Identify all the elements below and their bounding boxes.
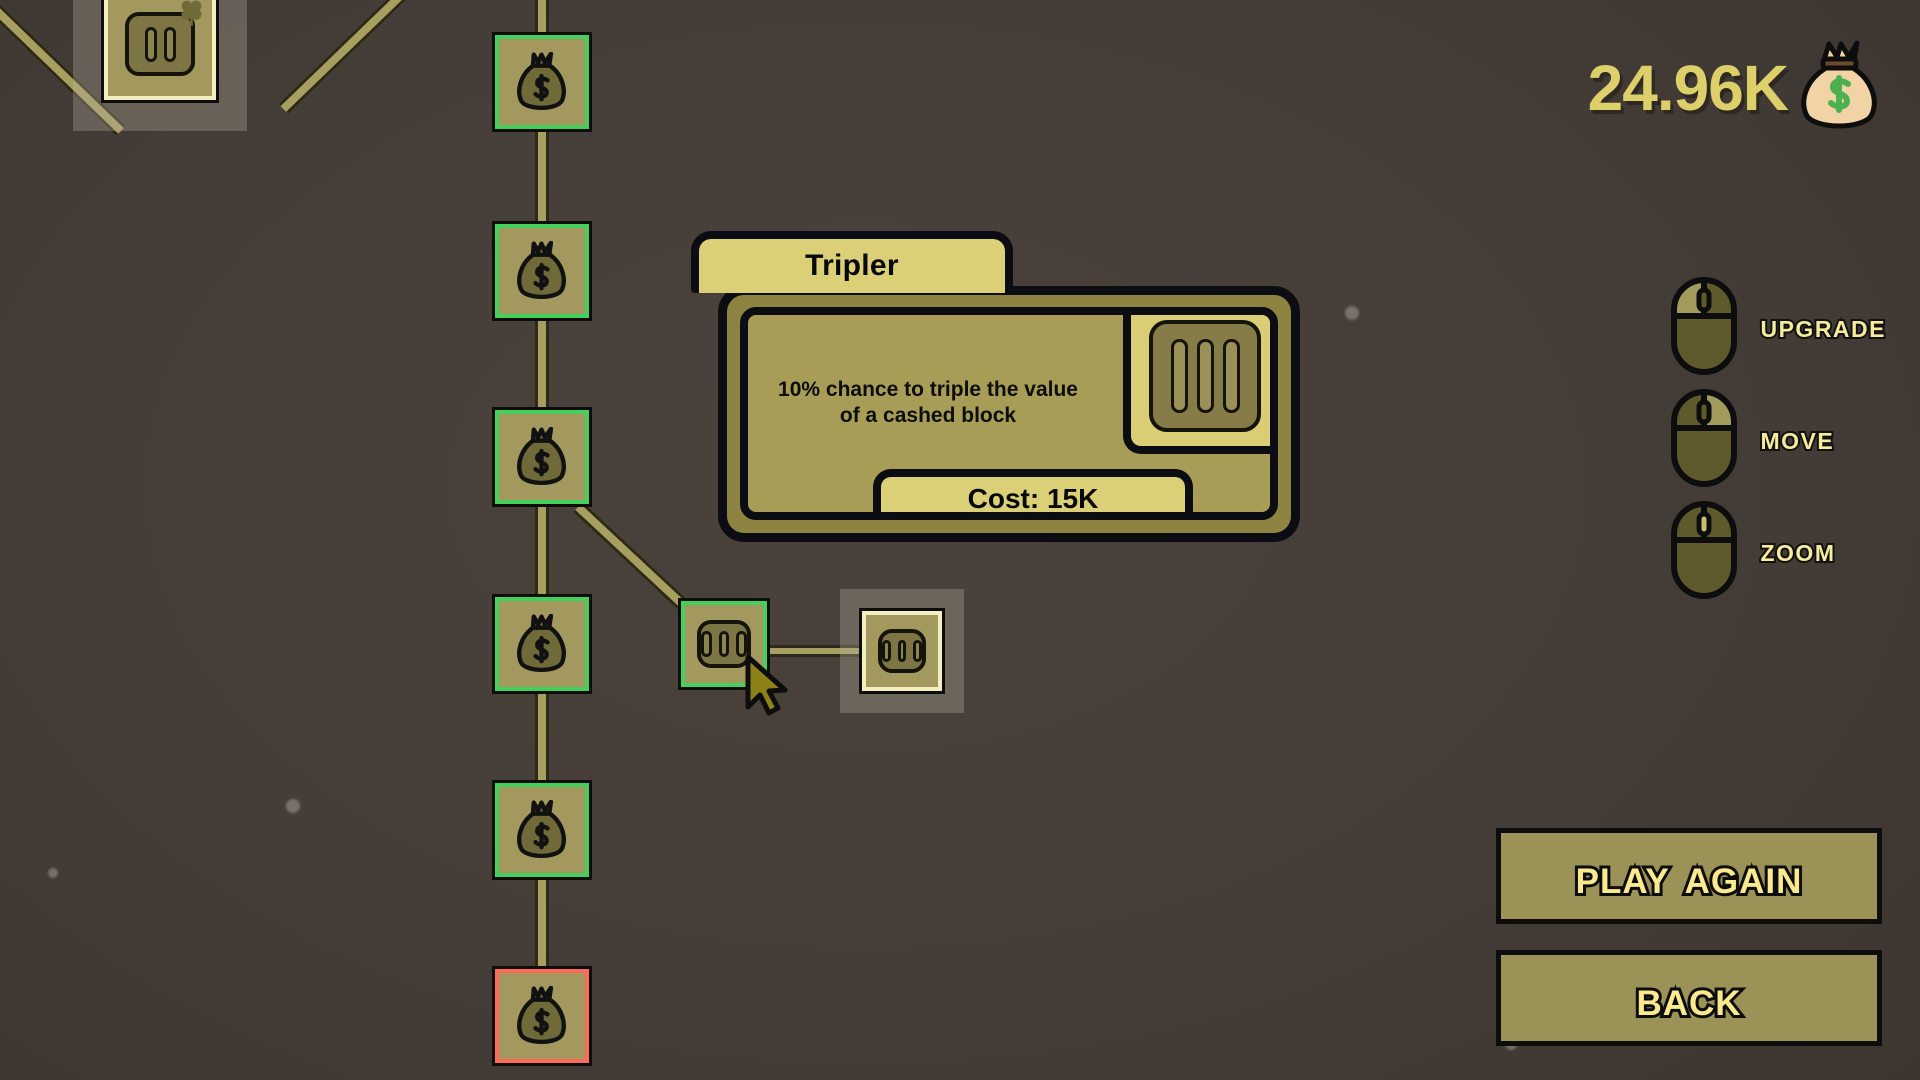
control-hint-label: Move (1758, 417, 1835, 458)
bar-3 (736, 631, 747, 657)
money-bag-icon (1801, 40, 1877, 129)
node-inner (499, 39, 585, 125)
clover-icon (181, 0, 202, 27)
tripler-icon-shape (1149, 320, 1261, 432)
money-bag-glyph (517, 799, 567, 858)
control-hint-upgrade: Upgrade (1670, 276, 1886, 376)
control-hint-move: Move (1670, 388, 1886, 488)
node-inner (499, 228, 585, 314)
back-button-label: Back (1633, 967, 1743, 1029)
action-buttons: Play AgainBack (1496, 828, 1882, 1046)
link-tripler-to-tripler (752, 645, 882, 657)
multiplier-bars-glyph (697, 619, 751, 669)
money-counter: 24.96K (1588, 40, 1882, 136)
back-button[interactable]: Back (1496, 950, 1882, 1046)
bar-1 (881, 639, 891, 663)
link-diagonal-top-right (278, 0, 425, 115)
node-inner (499, 973, 585, 1059)
link-money-2-3 (535, 308, 549, 418)
money-bag-glyph (517, 51, 567, 110)
node-money-1[interactable] (492, 32, 592, 132)
ambient-particle (286, 799, 300, 813)
tripler-bars-icon (1123, 315, 1270, 454)
node-money-6[interactable] (492, 966, 592, 1066)
play-again-button[interactable]: Play Again (1496, 828, 1882, 924)
link-money-1-2 (535, 120, 549, 232)
node-inner (685, 605, 763, 683)
mouse-controls-legend: Upgrade Move Zoom (1670, 276, 1886, 600)
bar-1 (144, 26, 157, 62)
tooltip-title: Tripler (691, 231, 1013, 293)
link-money-1-top (535, 0, 549, 46)
node-inner (108, 0, 212, 96)
node-tripler-selected[interactable] (859, 608, 945, 694)
control-hint-label: Upgrade (1758, 305, 1886, 346)
node-money-4[interactable] (492, 594, 592, 694)
ambient-particle (48, 868, 58, 878)
mouse-cursor (745, 655, 788, 716)
money-bag-glyph (517, 613, 567, 672)
node-inner (499, 787, 585, 873)
multiplier-bars-glyph (877, 628, 927, 674)
money-bag-glyph (517, 426, 567, 485)
control-hint-label: Zoom (1758, 529, 1836, 570)
tooltip-description: 10% chance to triple the value of a cash… (778, 378, 1078, 427)
bar-1 (1170, 338, 1188, 414)
mouse-left-icon (1671, 277, 1738, 375)
bar-2 (897, 639, 907, 663)
link-money-5-6 (535, 868, 549, 978)
node-money-5[interactable] (492, 780, 592, 880)
node-doubler-clover[interactable] (101, 0, 219, 103)
control-hint-zoom: Zoom (1670, 500, 1886, 600)
money-bag-glyph (517, 240, 567, 299)
link-money-3-4 (535, 495, 549, 605)
mouse-right-icon (1671, 389, 1738, 487)
node-money-2[interactable] (492, 221, 592, 321)
bar-3 (1222, 338, 1240, 414)
tooltip-body: 10% chance to triple the value of a cash… (740, 307, 1278, 520)
node-inner (866, 615, 938, 687)
bar-2 (718, 631, 730, 657)
money-amount: 24.96K (1587, 52, 1789, 124)
upgrade-tooltip: Tripler 10% chance to triple the value o… (691, 231, 1300, 542)
bar-2 (163, 26, 176, 62)
ambient-particle (1345, 306, 1359, 320)
play-again-button-label: Play Again (1573, 845, 1805, 907)
money-bag-glyph (517, 985, 567, 1044)
mouse-wheel-icon (1671, 501, 1738, 599)
bar-3 (913, 639, 923, 663)
link-money-4-5 (535, 682, 549, 792)
tooltip-cost: Cost: 15K (873, 469, 1193, 512)
node-money-3[interactable] (492, 407, 592, 507)
bar-2 (1196, 338, 1214, 414)
node-inner (499, 414, 585, 500)
node-tripler-hovered[interactable] (678, 598, 770, 690)
multiplier-bars-glyph (124, 11, 196, 77)
bar-1 (701, 631, 712, 657)
node-inner (499, 601, 585, 687)
